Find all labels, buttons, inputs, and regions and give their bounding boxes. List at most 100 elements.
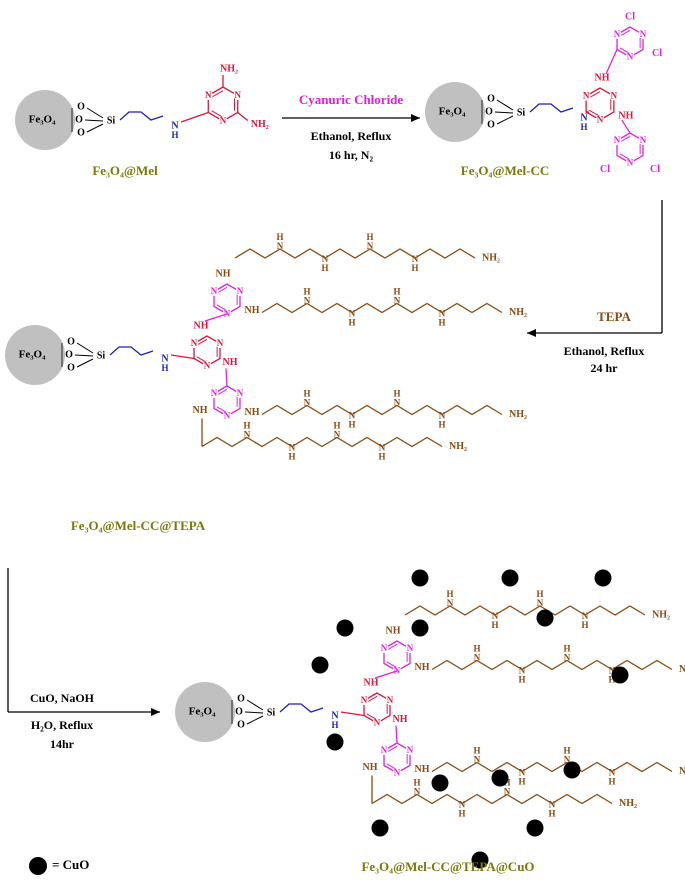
n-atom-bg — [202, 361, 212, 371]
arrow-step-2-head — [527, 329, 536, 337]
triazine-nitrogen: N — [611, 91, 618, 101]
double-bond — [216, 388, 228, 396]
bond — [204, 313, 228, 322]
tepa-nh: NH — [386, 625, 401, 636]
bond — [374, 670, 398, 679]
step1-condition: 16 hr, N₂ — [329, 148, 374, 162]
chlorine-label: Cl — [650, 164, 660, 175]
n-atom-bg — [209, 287, 219, 296]
double-bond — [211, 110, 224, 118]
tepa-hydrogen: H — [289, 452, 296, 462]
double-bond — [196, 338, 208, 346]
linker-nitrogen: N — [331, 710, 339, 721]
triazine-nitrogen: N — [205, 90, 212, 100]
triazine-nitrogen: N — [224, 309, 231, 319]
arrow-step-3-head — [151, 708, 160, 716]
si-o-bond — [244, 711, 264, 714]
tepa-hydrogen: H — [536, 589, 543, 599]
tepa-amine-end: NH₂ — [619, 798, 637, 809]
tepa-amine-end: NH₂ — [679, 664, 685, 675]
tepa-nh: NH — [244, 407, 259, 418]
bond — [225, 368, 228, 387]
double-bond — [366, 695, 378, 703]
bond — [237, 111, 249, 122]
tepa-nitrogen: N — [447, 598, 454, 608]
tepa-nitrogen: N — [304, 296, 311, 306]
tepa-hydrogen: H — [518, 675, 525, 685]
tepa-hydrogen: H — [473, 746, 480, 756]
tepa-hydrogen: H — [393, 389, 400, 399]
c4-tepa-arm-2 — [431, 659, 673, 671]
propyl-linker — [119, 111, 164, 121]
triazine-nitrogen: N — [614, 135, 621, 145]
legend-label: = CuO — [52, 857, 89, 872]
si-o-bond — [496, 115, 514, 125]
n-atom-bg — [595, 115, 605, 125]
tepa-hydrogen: H — [334, 421, 341, 431]
fe3o4-core — [15, 90, 75, 150]
compound-label-fe3o4-mel-cc-tepa: Fe₃O₄@Mel-CC@TEPA — [71, 518, 206, 533]
tepa-nitrogen: N — [564, 653, 571, 663]
bond — [621, 119, 631, 134]
cuo-particle — [563, 761, 581, 779]
oxygen-label: O — [77, 101, 85, 112]
propyl-linker — [279, 703, 324, 713]
tepa-nitrogen: N — [439, 411, 446, 421]
n-atom-bg — [189, 339, 199, 348]
si-o-bond — [496, 99, 514, 111]
oxygen-label: O — [487, 93, 495, 104]
fe3o4-label: Fe₃O₄ — [439, 106, 466, 118]
oxygen-label: O — [77, 127, 85, 138]
triazine-nitrogen: N — [597, 115, 604, 125]
cuo-particle — [336, 619, 354, 637]
tepa-hydrogen: H — [303, 389, 310, 399]
tepa-hydrogen: H — [518, 777, 525, 787]
tepa-hydrogen: H — [411, 263, 418, 273]
tepa-nitrogen: N — [504, 787, 511, 797]
triazine-nitrogen: N — [217, 338, 224, 348]
tepa-amine-end: NH₂ — [652, 609, 670, 620]
n-atom-bg — [209, 389, 219, 398]
n-atom-bg — [372, 718, 382, 728]
tepa-hydrogen: H — [321, 263, 328, 273]
n-atom-bg — [612, 136, 622, 145]
tepa-hydrogen: H — [393, 287, 400, 297]
c4-tepa-arm-1 — [404, 605, 646, 616]
amine-label: NH₂ — [251, 119, 269, 130]
n-atom-bg — [625, 52, 635, 62]
double-bond — [386, 643, 398, 651]
tepa-nitrogen: N — [349, 309, 356, 319]
step1-reagent: Cyanuric Chloride — [299, 92, 404, 107]
double-bond — [588, 91, 601, 99]
tepa-hydrogen: H — [276, 232, 283, 242]
double-bond — [216, 286, 228, 294]
n-atom-bg — [218, 116, 228, 126]
fe3o4-core — [425, 82, 485, 142]
tepa-nitrogen: N — [379, 443, 386, 453]
cuo-particle — [411, 569, 429, 587]
tepa-amine-end: NH₂ — [449, 441, 467, 452]
double-bond — [619, 47, 631, 55]
linker-nitrogen: N — [171, 120, 179, 131]
bond — [605, 49, 618, 75]
oxygen-label: O — [75, 114, 83, 125]
chlorine-label: Cl — [652, 48, 662, 59]
triazine-nitrogen: N — [640, 29, 647, 39]
si-o-bond — [86, 123, 104, 133]
triazine-nitrogen: N — [374, 718, 381, 728]
tepa-hydrogen: H — [473, 644, 480, 654]
tepa-hydrogen: H — [549, 809, 556, 819]
triazine-nitrogen: N — [234, 90, 241, 100]
tepa-amine-end: NH₂ — [679, 766, 685, 777]
nh-label: NH — [194, 320, 209, 331]
oxygen-label: O — [237, 693, 245, 704]
n-atom-bg — [235, 389, 245, 398]
n-atom-bg — [638, 30, 648, 39]
double-bond — [386, 661, 398, 669]
tepa-nh: NH — [193, 405, 208, 416]
n-atom-bg — [392, 768, 402, 778]
c3-tepa-arm-2 — [261, 302, 503, 314]
oxygen-label: O — [65, 349, 73, 360]
cuo-particle — [411, 619, 429, 637]
si-o-bond — [494, 111, 514, 114]
